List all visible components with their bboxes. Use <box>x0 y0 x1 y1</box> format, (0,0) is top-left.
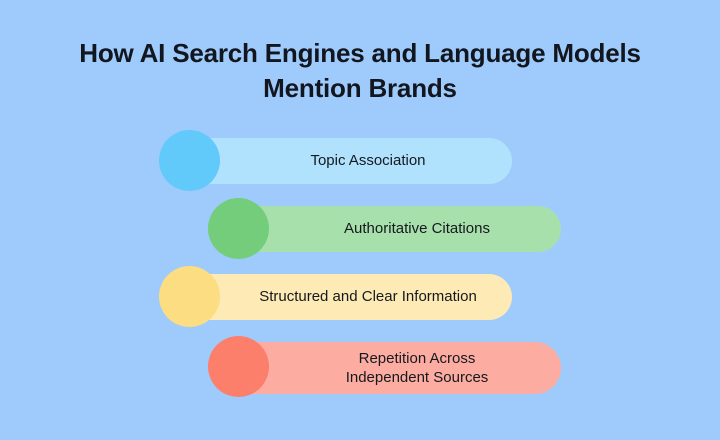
list-item[interactable]: Topic Association <box>0 130 720 206</box>
list-item[interactable]: Structured and Clear Information <box>0 266 720 342</box>
item-circle-icon-3 <box>159 266 220 327</box>
page-title: How AI Search Engines and Language Model… <box>79 38 641 103</box>
item-label-1: Topic Association <box>310 152 426 170</box>
item-label-2: Authoritative Citations <box>344 220 490 238</box>
item-circle-icon-4 <box>208 336 269 397</box>
item-bar-2[interactable]: Authoritative Citations <box>227 206 561 252</box>
item-label-3: Structured and Clear Information <box>259 288 477 306</box>
item-bar-4[interactable]: Repetition Across Independent Sources <box>227 342 561 394</box>
item-circle-icon-2 <box>208 198 269 259</box>
item-bar-3[interactable]: Structured and Clear Information <box>178 274 512 320</box>
item-circle-icon-1 <box>159 130 220 191</box>
item-label-4: Repetition Across Independent Sources <box>345 349 489 386</box>
list-item[interactable]: Repetition Across Independent Sources <box>0 336 720 410</box>
item-bar-1[interactable]: Topic Association <box>178 138 512 184</box>
list-item[interactable]: Authoritative Citations <box>0 198 720 274</box>
item-list: Topic Association Authoritative Citation… <box>0 130 720 410</box>
